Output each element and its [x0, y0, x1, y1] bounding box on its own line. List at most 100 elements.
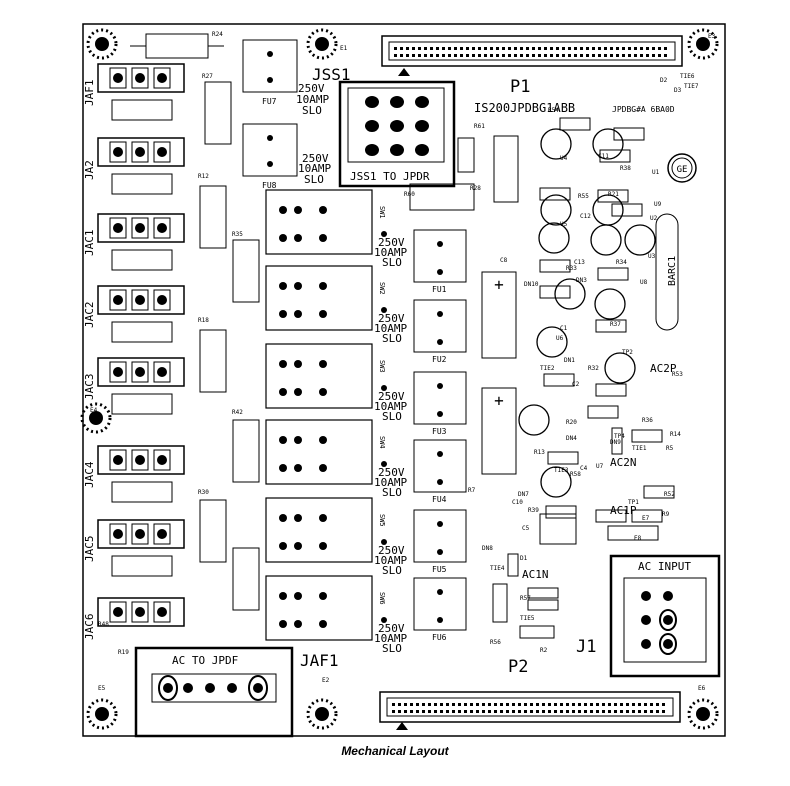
component-u4	[493, 135, 519, 203]
ac2n-label: AC2N	[610, 456, 637, 469]
resistor-r30	[199, 499, 227, 563]
small-resistor	[599, 149, 631, 163]
resistor-designator: R37	[610, 321, 621, 328]
component-designator: C1	[560, 325, 568, 332]
component-designator: D2	[660, 77, 668, 84]
switch-rating-text: 250V	[378, 544, 405, 557]
transistor	[592, 128, 624, 160]
jaf1-large-label: JAF1	[300, 651, 339, 670]
jack-jac4: JAC4	[83, 445, 185, 503]
connector-p1-body	[381, 35, 683, 76]
component-designator: TIE2	[540, 365, 555, 372]
resistor-designator: R60	[404, 191, 415, 198]
resistor-r56	[527, 599, 559, 611]
test-point-tp2-lower	[507, 553, 519, 577]
jack-jaf1: JAF1	[83, 63, 185, 121]
switch-rating-text: 10AMP	[374, 476, 407, 489]
jss1-to-jpdr-label: JSS1 TO JPDR	[350, 170, 430, 183]
switch-rating-text: 10AMP	[374, 322, 407, 335]
small-resistor	[613, 127, 645, 141]
resistor-r2	[519, 625, 555, 639]
jack-ja2: JA2	[83, 137, 185, 195]
labels: P1 IS200JPDBG1ABB JPDBG#A 6BA0D JSS1 JSS…	[172, 65, 691, 677]
component-designator: E1	[340, 45, 348, 52]
component-designator: TP2	[622, 349, 633, 356]
jss1-label: JSS1	[312, 65, 351, 84]
svg-text:+: +	[494, 391, 504, 410]
transistor	[536, 326, 568, 358]
electronics-area: + + GE	[409, 117, 697, 639]
component-designator: U8	[640, 279, 648, 286]
component-designator: DN3	[576, 277, 587, 284]
small-resistor	[595, 319, 627, 333]
transistor	[624, 224, 656, 256]
connector-p2-body	[379, 691, 681, 730]
barc1-label: BARC1	[667, 256, 678, 286]
component-designator: TIE4	[490, 565, 505, 572]
jack-label: JA2	[83, 160, 96, 180]
switch-rating-text: SLO	[382, 642, 402, 655]
resistor-designator: R34	[616, 259, 627, 266]
test-point-tp4	[611, 427, 623, 455]
component-designator: U2	[650, 215, 658, 222]
svg-text:+: +	[494, 275, 504, 294]
svg-text:10AMP: 10AMP	[296, 93, 329, 106]
ac1n-label: AC1N	[522, 568, 549, 581]
resistor-r12	[199, 185, 227, 249]
transistor	[594, 288, 626, 320]
component-designator: C5	[522, 525, 530, 532]
fuse-holder-fu7	[242, 39, 298, 93]
transistor	[538, 222, 570, 254]
fu7-label: FU7	[262, 97, 277, 106]
ac-input-box	[609, 554, 721, 678]
ac-input-label: AC INPUT	[638, 560, 691, 573]
resistor-designator: R32	[588, 365, 599, 372]
jack-label: JAC6	[83, 614, 96, 641]
switch-label: SW5	[378, 514, 386, 527]
transistor	[540, 466, 572, 498]
mounting-hole-e5	[80, 402, 112, 434]
resistor-designator: R24	[212, 31, 223, 38]
small-resistor	[595, 383, 627, 397]
component-designator: C4	[580, 465, 588, 472]
svg-text:SLO: SLO	[302, 104, 322, 117]
switch-rating-text: 10AMP	[374, 246, 407, 259]
resistor-designator: R30	[198, 489, 209, 496]
transistor	[518, 404, 550, 436]
component-designator: DN7	[518, 491, 529, 498]
capacitor-c13	[481, 271, 517, 359]
component-designator: U4	[560, 155, 568, 162]
component-designator: DN10	[524, 281, 539, 288]
resistor-designator: R33	[566, 265, 577, 272]
resistor-designator: R27	[202, 73, 213, 80]
resistor-designator: R42	[232, 409, 243, 416]
switch-rating-text: 10AMP	[374, 400, 407, 413]
small-resistor	[539, 259, 571, 273]
small-resistor	[643, 485, 675, 499]
component-designator: DN8	[482, 545, 493, 552]
resistor-designator: R54	[548, 107, 559, 114]
fuse-label: FU2	[432, 355, 447, 364]
small-resistor	[597, 189, 629, 203]
small-resistor	[547, 451, 579, 465]
resistor-designator: R2	[540, 647, 548, 654]
ac-to-jpdf-box	[134, 646, 294, 738]
switch-rating-text: SLO	[382, 332, 402, 345]
transistor	[604, 352, 636, 384]
component-designator: U1	[652, 169, 660, 176]
jack-label: JAC3	[83, 374, 96, 401]
component-designator: C2	[572, 381, 580, 388]
resistor-designator: R48	[98, 621, 109, 628]
resistor-designator: R21	[608, 191, 619, 198]
resistor-designator: R20	[566, 419, 577, 426]
small-resistor	[595, 509, 627, 523]
part-number-label: IS200JPDBG1ABB	[474, 101, 575, 115]
component-designator: C11	[598, 153, 609, 160]
small-resistor	[539, 187, 571, 201]
switch-rating-text: SLO	[382, 564, 402, 577]
resistor-designator: R14	[670, 431, 681, 438]
